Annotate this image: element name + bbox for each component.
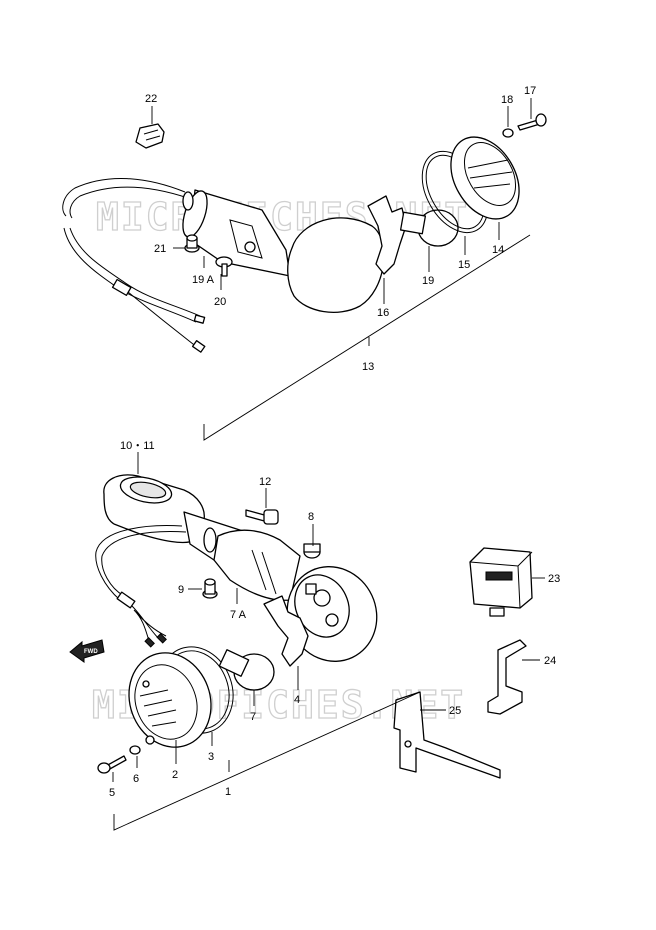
front-turn-signal-assembly: FWD <box>69 474 378 774</box>
callout-25: 25 <box>449 705 461 717</box>
screw-part-20 <box>215 256 233 277</box>
callout-20: 20 <box>214 296 226 308</box>
washer-part-6 <box>129 745 141 755</box>
reflector-part-4 <box>263 595 309 667</box>
callout-15: 15 <box>458 259 470 271</box>
callout-6: 6 <box>133 773 139 785</box>
lens-part-14 <box>450 136 520 220</box>
callout-18: 18 <box>501 94 513 106</box>
callout-2: 2 <box>172 769 178 781</box>
bulb-part-7 <box>218 649 275 691</box>
screw-part-21 <box>184 234 200 253</box>
callout-7a: 7 A <box>230 609 247 621</box>
rear-turn-signal-assembly <box>62 113 547 353</box>
fwd-arrow-icon: FWD <box>69 639 105 663</box>
screw-part-5 <box>97 755 127 774</box>
callout-labels: 22 18 17 21 19 A 20 16 19 15 14 13 10・11… <box>109 85 560 799</box>
callout-17: 17 <box>524 85 536 97</box>
screw-part-12 <box>245 509 279 525</box>
washer-part-18 <box>502 128 514 138</box>
callout-19: 19 <box>422 275 434 287</box>
lens-part-2 <box>128 652 212 748</box>
screw-part-8 <box>303 543 321 559</box>
clamp-part-22 <box>135 123 165 149</box>
housing-part-4 <box>286 566 378 662</box>
callout-8: 8 <box>308 511 314 523</box>
reflector-part-16 <box>367 195 407 275</box>
callout-13: 13 <box>362 361 374 373</box>
bracket-line-13 <box>203 234 531 441</box>
callout-21: 21 <box>154 243 166 255</box>
callout-22: 22 <box>145 93 157 105</box>
callout-5: 5 <box>109 787 115 799</box>
screw-part-17 <box>517 113 547 131</box>
wire-connector-sleeve <box>111 278 132 296</box>
callout-16: 16 <box>377 307 389 319</box>
callout-23: 23 <box>548 573 560 585</box>
callout-4: 4 <box>294 694 300 706</box>
wire-connector-sleeve-front <box>116 591 136 609</box>
callout-12: 12 <box>259 476 271 488</box>
fwd-label: FWD <box>84 649 98 655</box>
bracket-part-25 <box>393 691 501 779</box>
relay-part-23 <box>469 547 533 617</box>
wire-lower <box>95 525 183 601</box>
leader-lines <box>112 98 545 782</box>
callout-9: 9 <box>178 584 184 596</box>
wire-terminal <box>191 340 206 353</box>
bracket-part-24 <box>487 639 527 715</box>
wire-upper <box>62 178 186 217</box>
callout-14: 14 <box>492 244 504 256</box>
bulb-part-19 <box>399 209 459 247</box>
callout-24: 24 <box>544 655 556 667</box>
callout-7: 7 <box>250 711 256 723</box>
callout-19a: 19 A <box>192 274 215 286</box>
callout-10-11: 10・11 <box>120 440 155 452</box>
callout-3: 3 <box>208 751 214 763</box>
screw-part-9 <box>202 578 218 599</box>
callout-1: 1 <box>225 786 231 798</box>
bracket-line-1 <box>113 691 421 831</box>
signal-housing <box>287 217 385 313</box>
